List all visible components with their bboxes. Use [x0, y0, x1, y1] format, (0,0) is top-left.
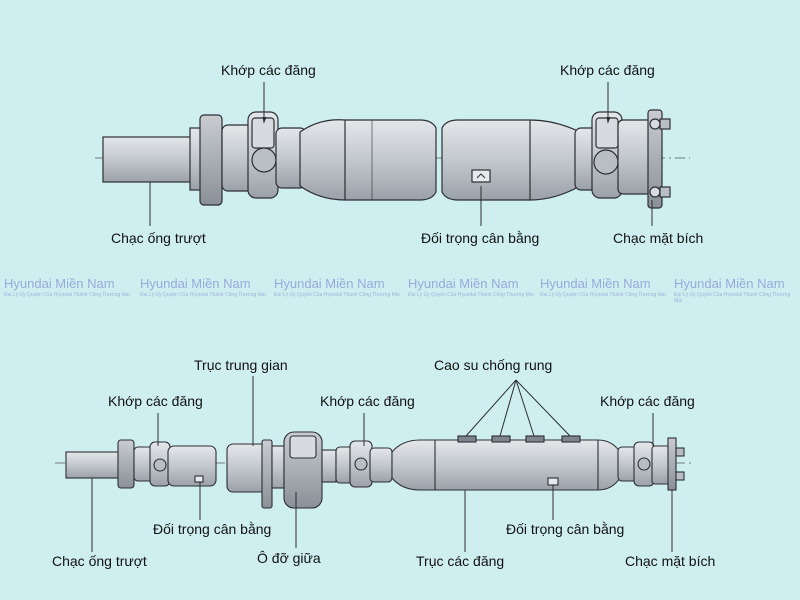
label-top-u-joint-right: Khớp các đăng	[560, 62, 655, 78]
watermark-subtitle: Đại Lý Ủy Quyền Của Hyundai Thành Công T…	[408, 292, 534, 298]
label-bottom-center-bearing: Ô đỡ giữa	[257, 550, 321, 566]
top-u-joint-right	[574, 111, 623, 199]
watermark-title: Hyundai Miền Nam	[408, 276, 519, 291]
label-top-slip-yoke: Chạc ống trượt	[111, 230, 206, 246]
bottom-balance-weight	[547, 477, 559, 486]
bottom-rubber-dampers	[457, 435, 581, 443]
bottom-u-joint-1	[133, 441, 171, 487]
watermark-title: Hyundai Miền Nam	[140, 276, 251, 291]
label-bottom-flange-yoke: Chạc mặt bích	[625, 553, 716, 569]
bottom-propeller-tube	[391, 439, 621, 491]
label-bottom-balance-weight-2: Đối trọng cân bằng	[506, 521, 625, 537]
top-leader-lines	[149, 82, 653, 226]
bottom-front-tube	[167, 445, 217, 487]
label-bottom-propeller-shaft: Trục các đăng	[416, 553, 505, 569]
label-bottom-intermediate-shaft: Trục trung gian	[194, 357, 288, 373]
bottom-flange-yoke	[651, 437, 685, 491]
watermark-subtitle: Đại Lý Ủy Quyền Của Hyundai Thành Công T…	[4, 292, 130, 298]
label-bottom-rubber-damper: Cao su chống rung	[434, 357, 553, 373]
watermark-subtitle: Đại Lý Ủy Quyền Của Hyundai Thành Công T…	[674, 292, 791, 304]
top-tube-right	[441, 119, 581, 201]
bottom-u-joint-3	[617, 441, 655, 487]
top-shaft-assembly	[95, 109, 690, 209]
bottom-center-bearing	[271, 431, 337, 509]
label-bottom-balance-weight-1: Đối trọng cân bằng	[153, 521, 272, 537]
bottom-leader-lines	[91, 376, 673, 552]
label-top-u-joint-left: Khớp các đăng	[221, 62, 316, 78]
label-bottom-slip-yoke: Chạc ống trượt	[52, 553, 147, 569]
label-bottom-u-joint-3: Khớp các đăng	[600, 393, 695, 409]
watermark-title: Hyundai Miền Nam	[4, 276, 115, 291]
label-bottom-u-joint-2: Khớp các đăng	[320, 393, 415, 409]
watermark-subtitle: Đại Lý Ủy Quyền Của Hyundai Thành Công T…	[540, 292, 666, 298]
top-slip-yoke	[102, 136, 204, 183]
label-top-flange-yoke: Chạc mặt bích	[613, 230, 704, 246]
top-flange-yoke	[617, 109, 671, 209]
bottom-slip-yoke	[65, 451, 125, 479]
watermark-title: Hyundai Miền Nam	[274, 276, 385, 291]
top-slip-yoke-collar	[199, 114, 223, 206]
watermark-subtitle: Đại Lý Ủy Quyền Của Hyundai Thành Công T…	[140, 292, 266, 298]
watermark-subtitle: Đại Lý Ủy Quyền Của Hyundai Thành Công T…	[274, 292, 400, 298]
watermark-title: Hyundai Miền Nam	[540, 276, 651, 291]
watermark-title: Hyundai Miền Nam	[674, 276, 785, 291]
top-u-joint-left	[221, 111, 307, 199]
top-tube-left	[299, 119, 437, 201]
top-balance-weight	[471, 169, 491, 183]
label-top-balance-weight: Đối trọng cân bằng	[421, 230, 540, 246]
bottom-u-joint-2	[335, 440, 393, 488]
bottom-intermediate-shaft	[226, 443, 268, 493]
label-bottom-u-joint-1: Khớp các đăng	[108, 393, 203, 409]
bottom-shaft-assembly	[55, 431, 695, 509]
